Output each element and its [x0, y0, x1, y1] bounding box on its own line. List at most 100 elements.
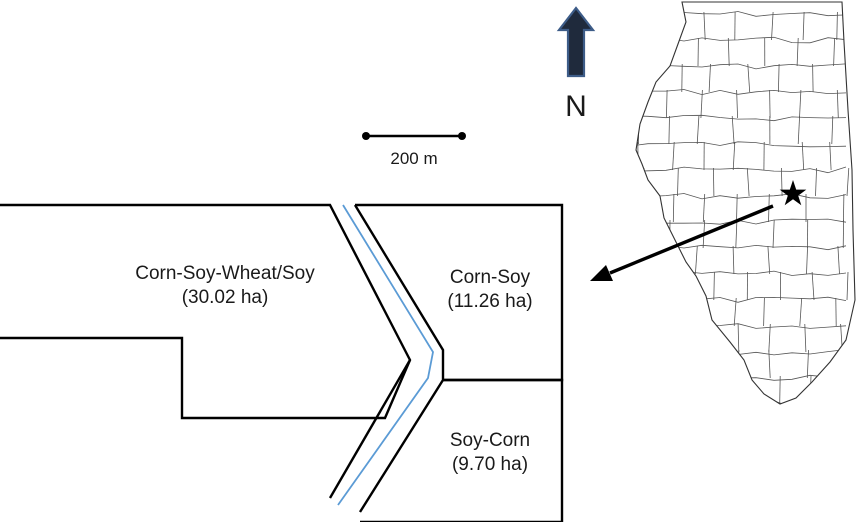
county-boundary — [733, 297, 737, 327]
county-boundary — [746, 167, 750, 197]
county-boundary — [631, 246, 632, 274]
star-icon — [779, 180, 807, 206]
county-boundary — [703, 11, 706, 41]
county-boundary — [804, 323, 807, 353]
field-boundaries — [0, 203, 564, 522]
field-area-corn-soy: (11.26 ha) — [447, 291, 532, 312]
county-boundary — [636, 114, 847, 122]
county-boundary — [633, 12, 634, 40]
county-boundary — [832, 401, 835, 404]
field-label-corn-soy: Corn-Soy — [450, 267, 531, 288]
county-boundary — [636, 36, 847, 44]
county-boundary — [708, 375, 712, 404]
county-boundary — [672, 193, 675, 223]
county-boundary — [746, 375, 749, 404]
county-boundary — [736, 89, 738, 119]
stream — [337, 204, 434, 506]
county-boundary — [843, 193, 845, 223]
stream-corridor-right — [353, 204, 445, 513]
county-boundary — [636, 141, 847, 148]
county-boundary — [802, 11, 805, 41]
county-boundary — [732, 245, 735, 275]
county-boundary — [713, 271, 715, 301]
county-boundary — [696, 115, 700, 145]
county-boundary — [668, 115, 670, 145]
county-boundary — [772, 219, 775, 249]
county-boundary — [634, 402, 635, 430]
county-boundary — [636, 11, 847, 17]
county-boundary — [700, 89, 703, 119]
county-boundary — [636, 63, 847, 70]
county-boundary — [665, 37, 669, 67]
county-boundary — [806, 349, 809, 379]
county-boundary — [735, 219, 738, 249]
county-boundary — [696, 297, 698, 327]
county-boundary — [736, 349, 740, 379]
county-boundary — [695, 245, 698, 275]
county-boundary — [833, 37, 835, 67]
county-boundary — [732, 141, 736, 171]
county-boundary — [767, 245, 771, 275]
county-boundary — [778, 63, 780, 93]
field-soy-corn — [360, 378, 564, 522]
county-boundary — [636, 193, 847, 200]
county-boundary — [692, 401, 696, 404]
county-boundary — [737, 323, 740, 353]
county-boundary — [747, 63, 751, 93]
county-boundary — [809, 375, 812, 404]
county-boundary — [636, 89, 847, 96]
county-boundary — [840, 375, 843, 404]
county-boundary — [708, 63, 711, 93]
county-boundary — [763, 297, 765, 327]
county-boundary — [736, 193, 738, 223]
county-boundary — [666, 89, 668, 119]
county-boundary — [806, 245, 808, 275]
county-boundary — [799, 297, 803, 327]
county-boundary — [768, 323, 771, 353]
field-label-soy-corn: Soy-Corn — [450, 430, 530, 451]
county-boundary — [702, 193, 706, 223]
county-boundary — [636, 297, 637, 327]
county-boundary — [697, 349, 700, 379]
county-boundary — [636, 219, 638, 249]
county-boundary — [672, 141, 675, 171]
county-boundary — [846, 271, 849, 301]
county-boundary — [677, 167, 679, 197]
county-boundary — [815, 167, 817, 197]
county-boundary — [713, 167, 715, 197]
county-boundary — [846, 167, 850, 197]
location-pointer-arrow — [590, 204, 774, 281]
county-boundary — [633, 350, 634, 378]
field-corn-soy-wheat-soy — [0, 203, 412, 420]
field-label-corn-soy-wheat-soy: Corn-Soy-Wheat/Soy — [135, 263, 315, 284]
county-boundary — [846, 63, 849, 93]
county-boundary — [636, 244, 847, 251]
county-boundary — [811, 271, 815, 301]
county-boundary — [836, 11, 838, 41]
county-boundary — [836, 89, 839, 119]
county-boundary — [704, 323, 708, 353]
county-boundary — [666, 349, 669, 379]
county-boundary — [731, 115, 735, 145]
county-boundary — [837, 245, 840, 275]
county-boundary — [637, 375, 640, 404]
county-boundary — [829, 141, 832, 171]
county-boundary — [675, 375, 678, 404]
county-boundary — [801, 141, 805, 171]
county-boundary — [634, 90, 636, 118]
county-boundary — [799, 89, 802, 119]
county-boundary — [796, 37, 799, 67]
county-boundary — [769, 89, 771, 119]
field-area-corn-soy-wheat-soy: (30.02 ha) — [182, 287, 269, 308]
county-boundary — [668, 11, 671, 41]
scale-bar-label: 200 m — [390, 149, 437, 168]
county-boundary — [666, 297, 670, 327]
scale-bar: 200 m — [362, 132, 466, 168]
stream-corridor-left — [328, 359, 412, 499]
north-label: N — [565, 90, 587, 123]
county-boundary — [781, 167, 783, 197]
county-boundary — [633, 324, 635, 352]
illinois-county-map — [631, 1, 856, 430]
county-boundary — [831, 115, 834, 145]
county-boundary — [797, 115, 800, 145]
